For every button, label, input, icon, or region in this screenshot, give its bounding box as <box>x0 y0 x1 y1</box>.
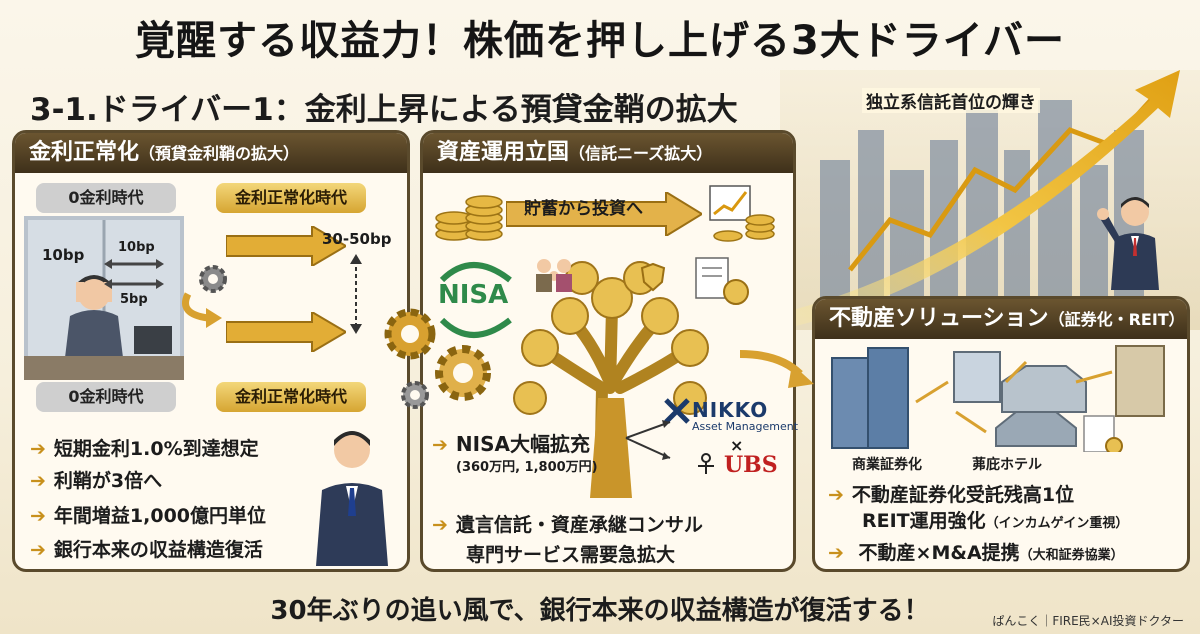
tag-zero-rate-top: 0金利時代 <box>36 183 176 213</box>
panel1-bullet-2: 利鞘が3倍へ <box>30 466 162 493</box>
panel2-nisa-detail: (360万円, 1,800万円) <box>456 460 598 475</box>
panel2-title: 資産運用立国 <box>437 140 570 165</box>
realestate-ma-sub: （大和証券協業） <box>1019 548 1124 563</box>
panel1-bullet-3: 年間増益1,000億円単位 <box>30 501 266 528</box>
panel2-bullet-nisa: NISA大幅拡充 <box>432 428 590 457</box>
reit-label: REIT運用強化 <box>862 510 986 532</box>
panel1-bullet-4: 銀行本来の収益構造復活 <box>30 535 263 562</box>
spread-arrows-icon <box>104 259 164 289</box>
gear-large-icon <box>384 308 436 360</box>
nikko-logo-sub: Asset Management <box>692 420 799 433</box>
panel1-header: 金利正常化（預貸金利鞘の拡大） <box>15 133 407 173</box>
nikko-logo: NIKKO <box>692 398 769 422</box>
section-subtitle: 3-1.ドライバー1：金利上昇による預貸金鞘の拡大 <box>30 92 738 128</box>
cross-symbol: × <box>730 436 744 455</box>
tag-normalized-top: 金利正常化時代 <box>216 183 366 213</box>
family-icon <box>536 259 572 292</box>
top-right-label: 独立系信託首位の輝き <box>862 88 1040 113</box>
bottom-message: 30年ぶりの追い風で、銀行本来の収益構造が復活する！ <box>270 596 930 626</box>
panel2-header: 資産運用立国（信託ニーズ拡大） <box>423 133 793 173</box>
gold-arrow-to-realestate <box>740 350 814 388</box>
panel1-title: 金利正常化 <box>29 140 140 165</box>
realestate-ma-label: 不動産×M&A提携 <box>858 542 1020 564</box>
label-5bp: 5bp <box>120 292 148 307</box>
ubs-logo: UBS <box>724 452 778 478</box>
panel1-bullet-1: 短期金利1.0%到達想定 <box>30 434 259 461</box>
partnership-arrow-icon <box>625 420 671 460</box>
panel3-subtitle: （証券化・REIT） <box>1048 310 1185 329</box>
panel2-bullet-inheritance-line2: 専門サービス需要急拡大 <box>466 544 676 566</box>
reit-sub-label: （インカムゲイン重視） <box>985 516 1129 531</box>
panel2-subtitle: （信託ニーズ拡大） <box>569 144 713 163</box>
gold-arrow-bottom <box>226 312 346 352</box>
ubs-keys-icon <box>698 453 714 474</box>
gear-gold-icon <box>435 345 491 401</box>
savings-to-investment-label: 貯蓄から投資へ <box>524 199 643 219</box>
gear-icon <box>199 265 227 293</box>
gear-silver-icon <box>401 381 429 409</box>
savings-to-investment-arrow <box>506 192 702 236</box>
cheering-businessman-illustration <box>1097 197 1159 290</box>
panel3-header: 不動産ソリューション（証券化・REIT） <box>815 299 1187 339</box>
panel3-title: 不動産ソリューション <box>829 306 1049 331</box>
shield-icon <box>640 262 666 292</box>
nisa-logo-text: NISA <box>438 280 509 310</box>
label-hotel: 茀庇ホテル <box>972 457 1042 473</box>
gold-arrow-top <box>226 226 346 266</box>
panel3-bullet-1: 不動産証券化受託残高1位 <box>828 480 1074 507</box>
credit-text: ぱんこく｜FIRE民×AI投資ドクター <box>992 614 1184 628</box>
coin-stack-icon <box>435 195 503 241</box>
expansion-arrow-icon <box>350 254 362 334</box>
tag-zero-rate-bottom: 0金利時代 <box>36 382 176 412</box>
label-10bp-left: 10bp <box>42 246 85 264</box>
panel2-bullet-inheritance: 遺言信託・資産承継コンサル <box>432 510 703 537</box>
stressed-worker-illustration <box>24 216 184 380</box>
curved-arrow-icon <box>182 292 222 328</box>
panel1-subtitle: （預貸金利鞘の拡大） <box>139 144 300 163</box>
page-title: 覚醒する収益力！株価を押し上げる3大ドライバー <box>134 18 1066 64</box>
buildings-illustration <box>831 345 1165 452</box>
chart-coins-icon <box>709 185 775 242</box>
tag-normalized-bottom: 金利正常化時代 <box>216 382 366 412</box>
document-icon <box>695 257 749 305</box>
label-10bp-right: 10bp <box>118 240 155 255</box>
panel3-bullet-1-line2: REIT運用強化（インカムゲイン重視） <box>862 506 1128 533</box>
label-30-50bp: 30-50bp <box>322 230 392 248</box>
panel3-bullet-2: 不動産×M&A提携（大和証券協業） <box>828 538 1124 565</box>
label-commercial-securitization: 商業証券化 <box>852 457 922 473</box>
nisa-logo <box>439 262 512 338</box>
businessman-illustration <box>316 431 388 566</box>
nikko-mark-icon <box>664 398 690 424</box>
